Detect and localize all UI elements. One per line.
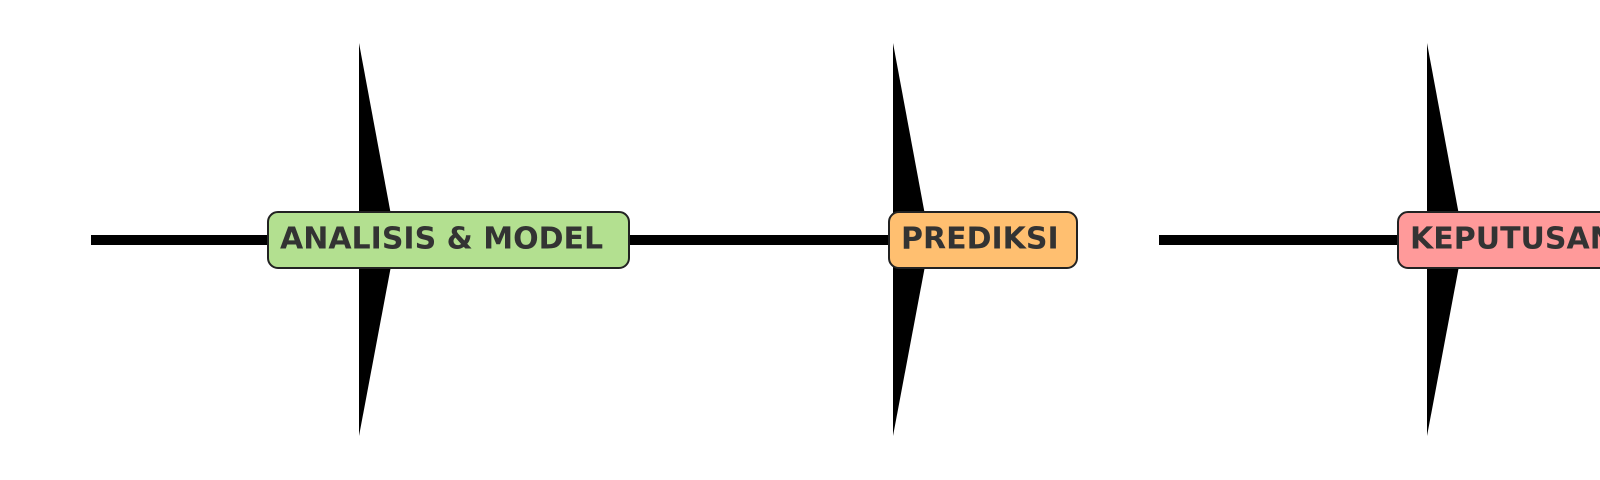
- node-box: [267, 211, 630, 269]
- node-label: KEPUTUSAN: [1410, 222, 1600, 257]
- node-label: PREDIKSI: [901, 222, 1059, 257]
- node-box: [888, 211, 1078, 269]
- node-analisis-model: ANALISIS & MODEL: [267, 211, 630, 269]
- node-prediksi: PREDIKSI: [888, 211, 1078, 269]
- node-keputusan: KEPUTUSAN: [1397, 211, 1600, 269]
- node-label: ANALISIS & MODEL: [280, 222, 603, 257]
- node-box: [1397, 211, 1600, 269]
